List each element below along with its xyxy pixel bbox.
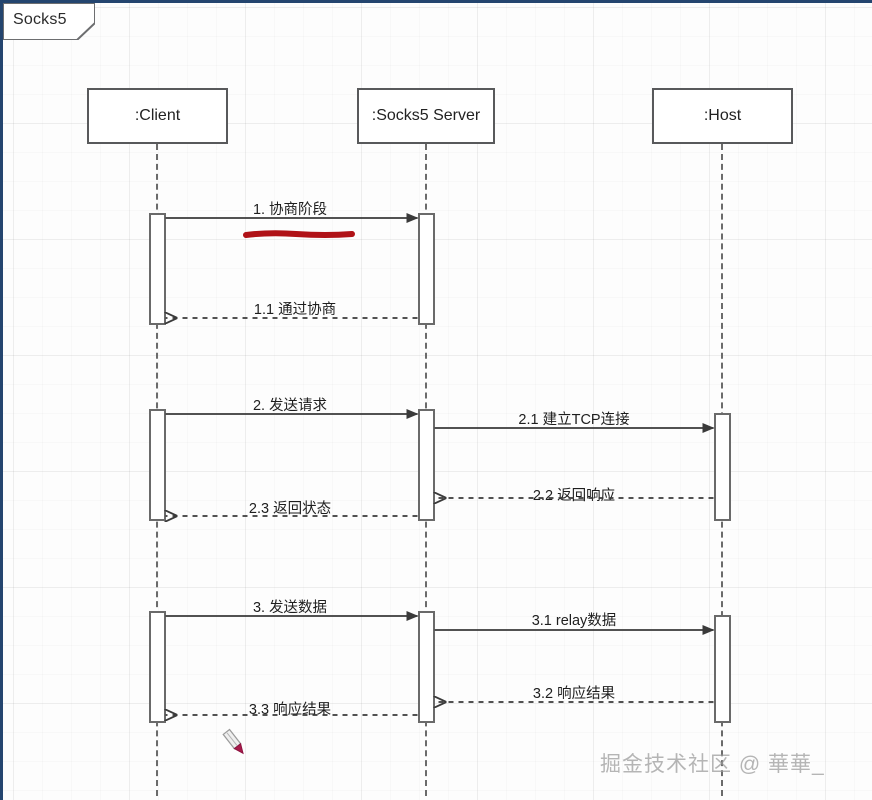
activation-bar-host[interactable] (713, 615, 731, 723)
message-label-m3: 3. 发送数据 (252, 600, 328, 616)
pen-cursor-icon (222, 728, 244, 755)
frame-label-text: Socks5 (13, 11, 67, 28)
frame-border-top (0, 0, 872, 3)
message-label-m2_3: 2.3 返回状态 (248, 501, 332, 517)
participant-label: :Socks5 Server (371, 107, 481, 124)
activation-bar-client[interactable] (148, 611, 166, 723)
participant-box-server[interactable]: :Socks5 Server (357, 88, 495, 144)
frame-tag-shape (2, 2, 96, 41)
activation-bar-client[interactable] (148, 409, 166, 521)
message-label-m2: 2. 发送请求 (252, 398, 328, 414)
red-underline-annotation (243, 230, 355, 238)
message-label-m1: 1. 协商阶段 (252, 202, 328, 218)
activation-bar-server[interactable] (417, 611, 435, 723)
activation-bar-host[interactable] (713, 413, 731, 521)
activation-bar-client[interactable] (148, 213, 166, 325)
message-label-m3_3: 3.3 响应结果 (248, 702, 332, 718)
message-label-m2_1: 2.1 建立TCP连接 (518, 412, 630, 428)
participant-label: :Client (134, 107, 181, 124)
participant-label: :Host (703, 107, 742, 124)
activation-bar-server[interactable] (417, 213, 435, 325)
participant-box-host[interactable]: :Host (652, 88, 793, 144)
participant-box-client[interactable]: :Client (87, 88, 228, 144)
activation-bar-server[interactable] (417, 409, 435, 521)
watermark-text: 掘金技术社区 @ 華華_ (600, 753, 825, 776)
message-label-m2_2: 2.2 返回响应 (532, 488, 616, 504)
frame-border-left (0, 0, 3, 800)
message-label-m3_2: 3.2 响应结果 (532, 686, 616, 702)
message-label-m3_1: 3.1 relay数据 (531, 613, 617, 629)
message-label-m1_1: 1.1 通过协商 (253, 302, 337, 318)
frame-label-tag: Socks5 (2, 2, 96, 41)
